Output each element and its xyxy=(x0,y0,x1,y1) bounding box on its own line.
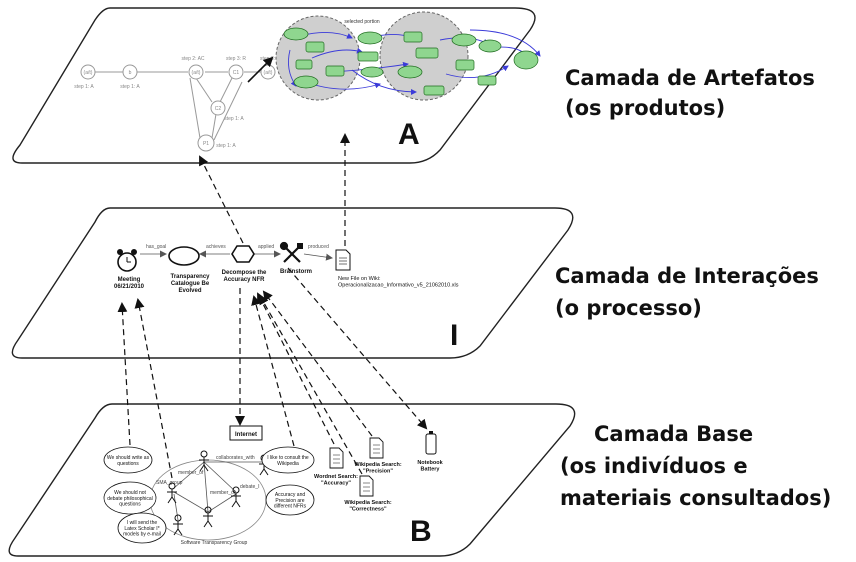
graph-step-label: step 1: A xyxy=(74,84,94,90)
new-file-label: New File on Wiki:Operacionalizacao_Infor… xyxy=(338,276,459,288)
graph-node xyxy=(210,100,226,116)
person-icon xyxy=(203,506,213,528)
graph-step-label: step 1: A xyxy=(216,143,236,149)
graph-node-label: (a/t) xyxy=(264,70,273,76)
trace-arrow xyxy=(287,267,428,430)
edge-label-produced: produced xyxy=(308,244,329,250)
trace-arrow xyxy=(117,302,131,446)
social-network: member_of collaborates_with SMA_group de… xyxy=(149,450,269,546)
selection-label: selected portion xyxy=(344,19,380,25)
graph-step-label: step 3: R xyxy=(226,56,246,62)
edge-label-achieves: achieves xyxy=(206,244,226,250)
wiki-correctness-label: Wikipedia Search:"Correctness" xyxy=(344,500,391,512)
graph-node-label: (a/t) xyxy=(192,70,201,76)
group-label: Software Transparency Group xyxy=(181,540,248,546)
internet-box xyxy=(229,425,263,441)
task-hexagon xyxy=(231,245,255,263)
edge-label-debate: debate_I xyxy=(240,484,259,490)
brainstorm-label: Brainstorm xyxy=(280,269,312,275)
document-icon xyxy=(329,447,344,469)
layer-i-subtitle: (o processo) xyxy=(555,296,702,320)
layer-b-title: Camada Base xyxy=(594,422,754,446)
internet-label: Internet xyxy=(235,432,257,438)
wordnet-label: Wordnet Search:"Accuracy" xyxy=(314,474,358,486)
layer-i-letter: I xyxy=(450,319,458,352)
layer-artifacts: (a/t) b (a/t) C1 (a/t) C2 P1 step 1: A s… xyxy=(12,7,541,164)
person-icon xyxy=(173,514,183,536)
trace-arrow xyxy=(259,294,363,475)
artifact-process-graph xyxy=(94,71,264,141)
edge-label-applied: applied xyxy=(258,244,274,250)
layer-a-title: Camada de Artefatos xyxy=(565,66,815,90)
graph-node-label: b xyxy=(129,70,132,76)
person-icon xyxy=(231,486,241,508)
graph-step-label: step 1: A xyxy=(224,116,244,122)
graph-node-label: (a/t) xyxy=(84,70,93,76)
graph-node xyxy=(197,134,215,152)
wiki-precision-label: Wikipedia Search:"Precision" xyxy=(354,462,401,474)
graph-node-label: P1 xyxy=(203,141,209,147)
graph-node-label: C1 xyxy=(233,70,240,76)
layer-b-subtitle-2: materiais consultados) xyxy=(560,486,832,510)
trace-arrow xyxy=(134,298,173,479)
layer-base: Internet member_of collaborates_with SMA… xyxy=(8,403,576,557)
trace-arrow xyxy=(251,295,295,447)
document-icon xyxy=(335,249,351,271)
trace-arrow xyxy=(262,290,373,437)
artifact-goal-model: selected portion xyxy=(275,11,541,101)
edge-label-member-of: member_of xyxy=(178,470,204,476)
graph-step-label: step 1: A xyxy=(120,84,140,90)
layer-a-subtitle: (os produtos) xyxy=(565,96,726,120)
edge-label-member-of-2: member_of xyxy=(210,490,236,496)
graph-node xyxy=(188,64,204,80)
layer-i-plane xyxy=(11,207,574,359)
graph-step-label: step 2: AC xyxy=(181,56,204,62)
edge-label-has-goal: has_goal xyxy=(146,244,166,250)
zoom-arrow xyxy=(247,56,274,83)
document-icon xyxy=(359,475,374,497)
trace-arrow xyxy=(257,292,335,445)
person-icon xyxy=(167,482,177,504)
graph-node xyxy=(228,64,244,80)
alarm-clock-icon xyxy=(117,249,137,272)
edge-label-sma-group: SMA_group xyxy=(156,480,183,486)
graph-node-label: C2 xyxy=(215,106,222,112)
tools-icon xyxy=(279,241,303,263)
document-icon xyxy=(369,437,384,459)
layer-b-letter: B xyxy=(410,515,432,548)
battery-icon xyxy=(425,431,437,455)
edge-label-collaborates: collaborates_with xyxy=(216,455,255,461)
layer-i-title: Camada de Interações xyxy=(555,264,819,288)
traceability-arrows xyxy=(117,133,428,479)
graph-node xyxy=(80,64,96,80)
goal-ellipse xyxy=(168,246,200,266)
layer-interactions: has_goal achieves applied produced Meeti… xyxy=(11,207,574,359)
layer-b-subtitle-1: (os indivíduos e xyxy=(560,454,748,478)
layer-a-letter: A xyxy=(398,118,420,151)
layer-b-plane xyxy=(8,403,576,557)
graph-node xyxy=(122,64,138,80)
trace-arrow xyxy=(199,155,244,244)
person-icon xyxy=(199,450,209,472)
